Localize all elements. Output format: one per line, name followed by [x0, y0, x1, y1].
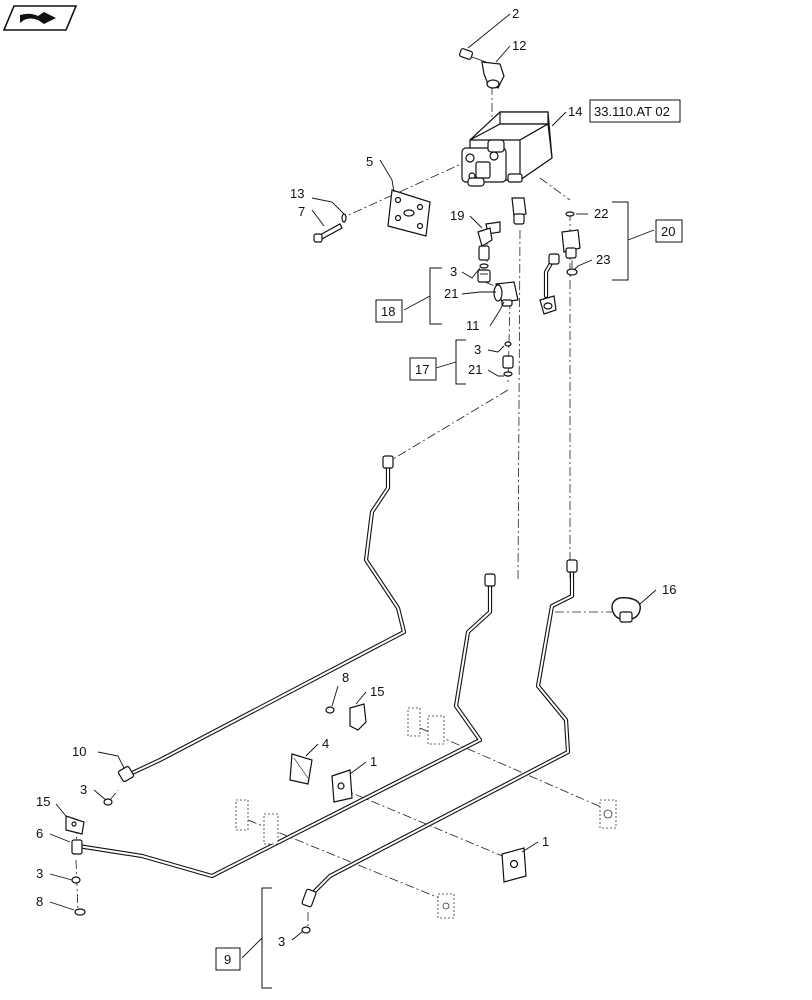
box-17-label: 17 [415, 362, 429, 377]
callout-3-group17: 3 [474, 342, 481, 357]
tee-fitting-11 [493, 281, 519, 307]
callout-22: 22 [594, 206, 608, 221]
assembly-centerlines [75, 86, 612, 928]
o-ring-3-upper [479, 263, 489, 269]
callout-5: 5 [366, 154, 373, 169]
box-20: 20 [655, 219, 683, 243]
bracket-17 [435, 339, 466, 385]
o-ring-3-bottom [301, 926, 311, 934]
bracket-18 [403, 267, 442, 325]
tube-line-10 [127, 459, 407, 777]
adapter-23 [566, 268, 578, 276]
fitting-right-lower [539, 295, 557, 315]
box-20-label: 20 [661, 224, 675, 239]
callout-4: 4 [322, 736, 329, 751]
elbow-fitting-19 [477, 221, 501, 261]
callout-13: 13 [290, 186, 304, 201]
callout-16: 16 [662, 582, 676, 597]
leader-lines [49, 13, 657, 941]
o-ring-3-lower [504, 341, 512, 347]
callout-21-upper: 21 [444, 286, 458, 301]
callout-6: 6 [36, 826, 43, 841]
callout-2: 2 [512, 6, 519, 21]
tube-line-6 [75, 577, 493, 879]
fitting-2 [458, 48, 487, 63]
bracket-9 [241, 887, 272, 989]
nut-8-upper [325, 706, 335, 714]
mounting-plate-5 [387, 189, 431, 237]
valve-right [561, 229, 581, 259]
clip-15-lower [65, 815, 85, 835]
callout-3-bottom: 3 [278, 934, 285, 949]
callout-21-group17: 21 [468, 362, 482, 377]
callout-10: 10 [72, 744, 86, 759]
washer-13 [341, 213, 347, 223]
bracket-20 [612, 201, 655, 281]
clamp-16 [611, 596, 641, 623]
adapter-21-lower [502, 355, 514, 377]
callout-1-upper: 1 [370, 754, 377, 769]
box-18: 18 [375, 299, 403, 323]
box-18-label: 18 [381, 304, 395, 319]
callout-3-upper: 3 [450, 264, 457, 279]
box-9: 9 [215, 947, 241, 971]
clamp-1-upper [331, 769, 353, 803]
tube-end-fittings [71, 455, 578, 908]
box-9-label: 9 [224, 952, 231, 967]
o-ring-3-left-low [71, 876, 81, 884]
chapter-reference-box[interactable]: 33.110.AT 02 [589, 99, 681, 123]
callout-8-upper: 8 [342, 670, 349, 685]
elbow-fitting-12 [481, 61, 505, 89]
pad-4 [289, 753, 313, 785]
callout-15-lower: 15 [36, 794, 50, 809]
callout-8-lower: 8 [36, 894, 43, 909]
callout-1-lower: 1 [542, 834, 549, 849]
callout-14: 14 [568, 104, 582, 119]
box-17: 17 [409, 357, 437, 381]
callout-11: 11 [466, 318, 480, 333]
o-ring-3-left-mid [103, 798, 113, 806]
nut-8-lower [74, 908, 86, 916]
chapter-reference: 33.110.AT 02 [594, 104, 670, 119]
callout-23: 23 [596, 252, 610, 267]
callout-12: 12 [512, 38, 526, 53]
callout-19: 19 [450, 208, 464, 223]
adapter-21-upper [477, 269, 491, 283]
callout-3-left-low: 3 [36, 866, 43, 881]
tube-line-9 [309, 563, 575, 897]
valve-block-14 [461, 111, 553, 187]
callout-labels: 2 12 14 5 13 7 19 3 21 11 3 21 22 23 16 … [36, 6, 676, 949]
clamp-1-lower [501, 847, 527, 883]
clip-15-upper [349, 703, 367, 731]
o-ring-22 [565, 211, 575, 217]
frame-mount-pads [235, 707, 617, 919]
connector-center [511, 197, 527, 225]
callout-15-upper: 15 [370, 684, 384, 699]
hose-right [543, 253, 560, 299]
bolt-7 [313, 223, 343, 243]
navigation-arrow-icon[interactable] [2, 5, 78, 31]
callout-7: 7 [298, 204, 305, 219]
callout-3-left-mid: 3 [80, 782, 87, 797]
